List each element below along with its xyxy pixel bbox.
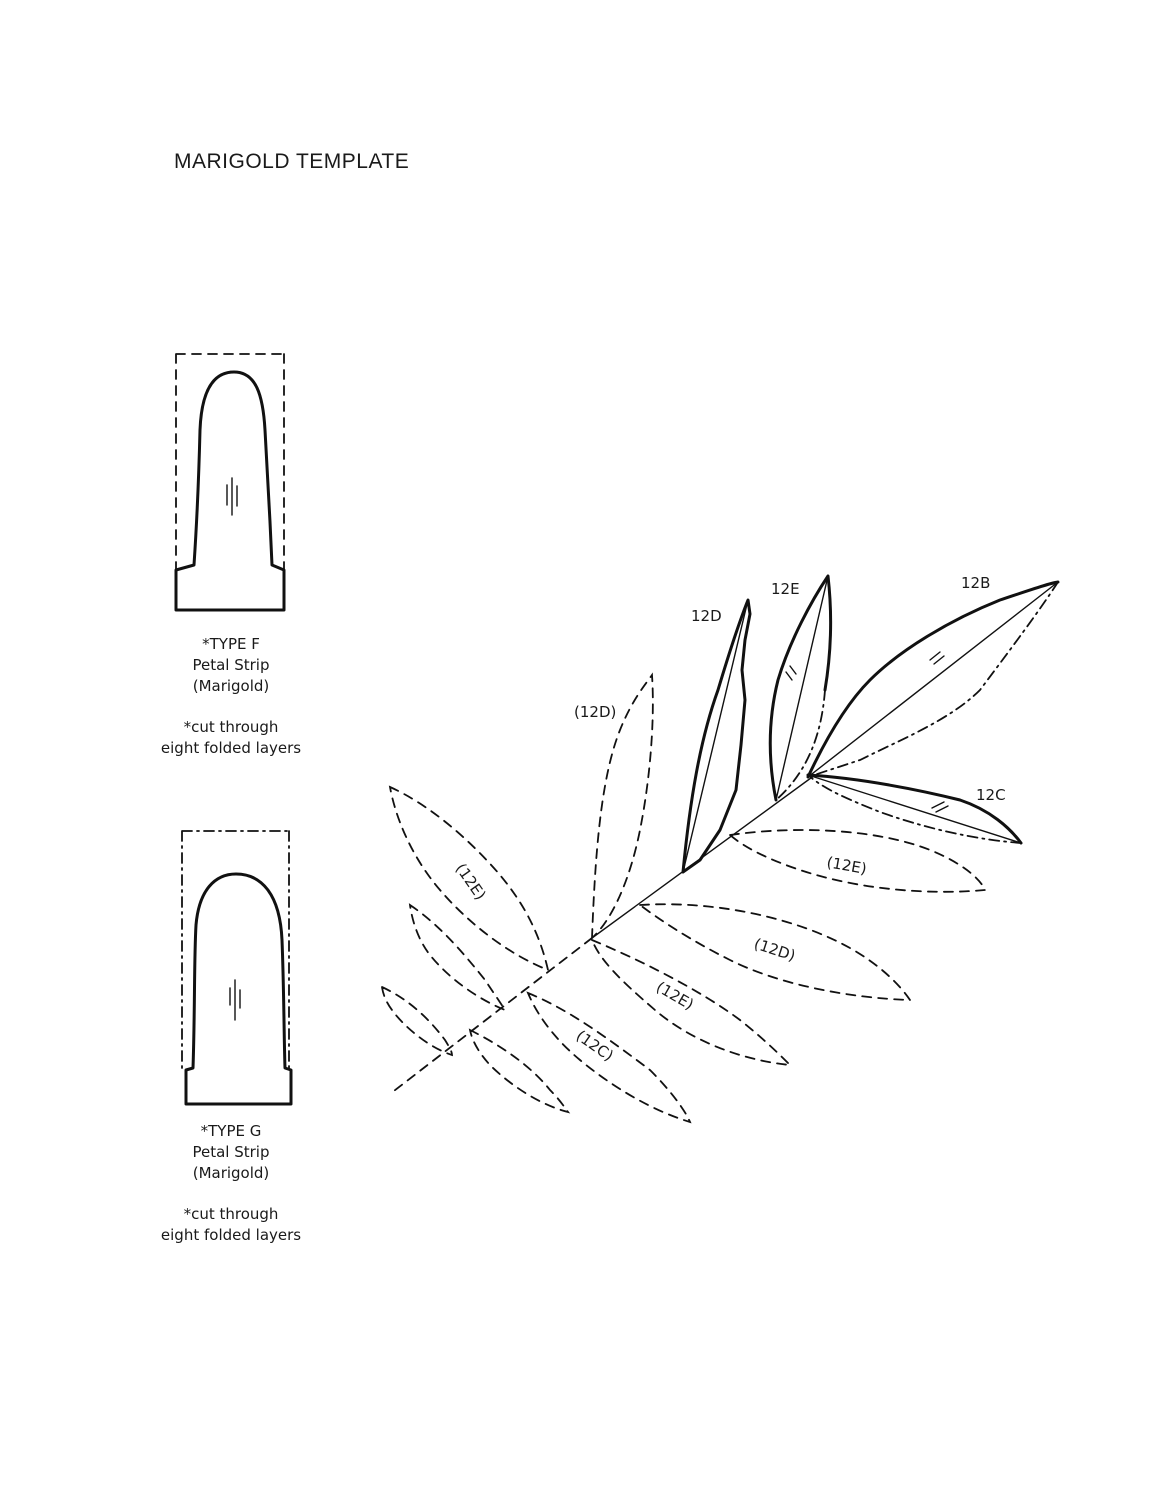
type-f-grain-mark [226,477,238,516]
type-f-flower: (Marigold) [192,677,270,695]
leaf-label-12d: 12D [691,607,722,625]
leaf-label-12e-paren-left: (12E) [452,860,490,903]
leaf-12e-grain-mark [785,665,797,681]
type-f-caption: *TYPE F Petal Strip (Marigold) *cut thro… [121,634,341,759]
leaf-label-12e-paren-lower: (12E) [653,978,697,1014]
type-g-note-line2: eight folded layers [160,1226,302,1244]
leaf-12d-vein [682,599,749,873]
page-title: MARIGOLD TEMPLATE [174,150,410,173]
leaf-label-12e-paren-right: (12E) [825,853,868,878]
dashed-leaf-12e-left [388,785,550,972]
leaf-12d [681,598,752,874]
type-f-name: Petal Strip [192,656,270,674]
leaf-12e-dash-edge [775,689,826,801]
leaf-12d-shape [681,598,752,874]
type-f-note-line2: eight folded layers [160,739,302,757]
leaf-12b-shape [806,580,1060,779]
dashed-leaf-small-upper [408,903,508,1012]
leaf-12c-vein [807,774,1022,844]
type-g-caption: *TYPE G Petal Strip (Marigold) *cut thro… [121,1121,341,1246]
dashed-leaf-outlines [380,672,987,1124]
dashed-leaf-small-middle [468,1028,571,1114]
leaf-12c [806,773,1023,845]
type-g-note-line1: *cut through [183,1205,279,1223]
type-g-fold-outline [181,830,290,1071]
type-g-petal-shape [184,872,293,1106]
type-f-petal-template [174,353,286,612]
dashed-leaf-12c [526,991,692,1124]
type-f-label: *TYPE F [202,635,260,653]
leaf-12c-dash-edge [807,774,1022,844]
type-g-label: *TYPE G [200,1122,262,1140]
type-g-spacer [121,1184,341,1204]
dashed-leaf-12d-lower [637,903,912,1001]
stem-line-dashed [389,937,593,1095]
type-g-grain-mark [229,979,241,1021]
leaf-12e-vein [775,575,829,801]
leaf-label-group: 12D 12E 12B 12C (12D) (12E) (12D) (12E) … [452,574,1006,1065]
leaf-12c-shape [806,773,1023,845]
leaf-label-12e: 12E [771,580,800,598]
leaf-12b-vein [807,581,1059,778]
dashed-leaf-12e-lower [590,938,793,1067]
dashed-leaf-small-lower [380,985,453,1057]
leaf-label-12c: 12C [976,786,1006,804]
leaf-label-12d-paren-lower: (12D) [752,935,798,965]
type-f-fold-outline [175,353,285,611]
type-g-name: Petal Strip [192,1143,270,1161]
type-g-flower: (Marigold) [192,1164,270,1182]
dashed-leaf-12e-right [727,829,987,893]
leaf-12b-grain-mark [929,651,945,665]
leaf-label-12b: 12B [961,574,990,592]
leaf-12b-dash-edge [807,581,1059,778]
type-f-spacer [121,697,341,717]
leaf-12e [768,574,833,802]
leaf-12e-shape [768,574,833,802]
type-g-petal-template [181,830,293,1106]
type-f-note-line1: *cut through [183,718,279,736]
leaf-12b [806,580,1060,779]
leaf-label-12d-paren: (12D) [574,703,616,721]
leaf-12c-grain-mark [931,801,949,813]
type-f-petal-shape [174,370,286,612]
dashed-leaf-12d-upper [591,672,654,941]
